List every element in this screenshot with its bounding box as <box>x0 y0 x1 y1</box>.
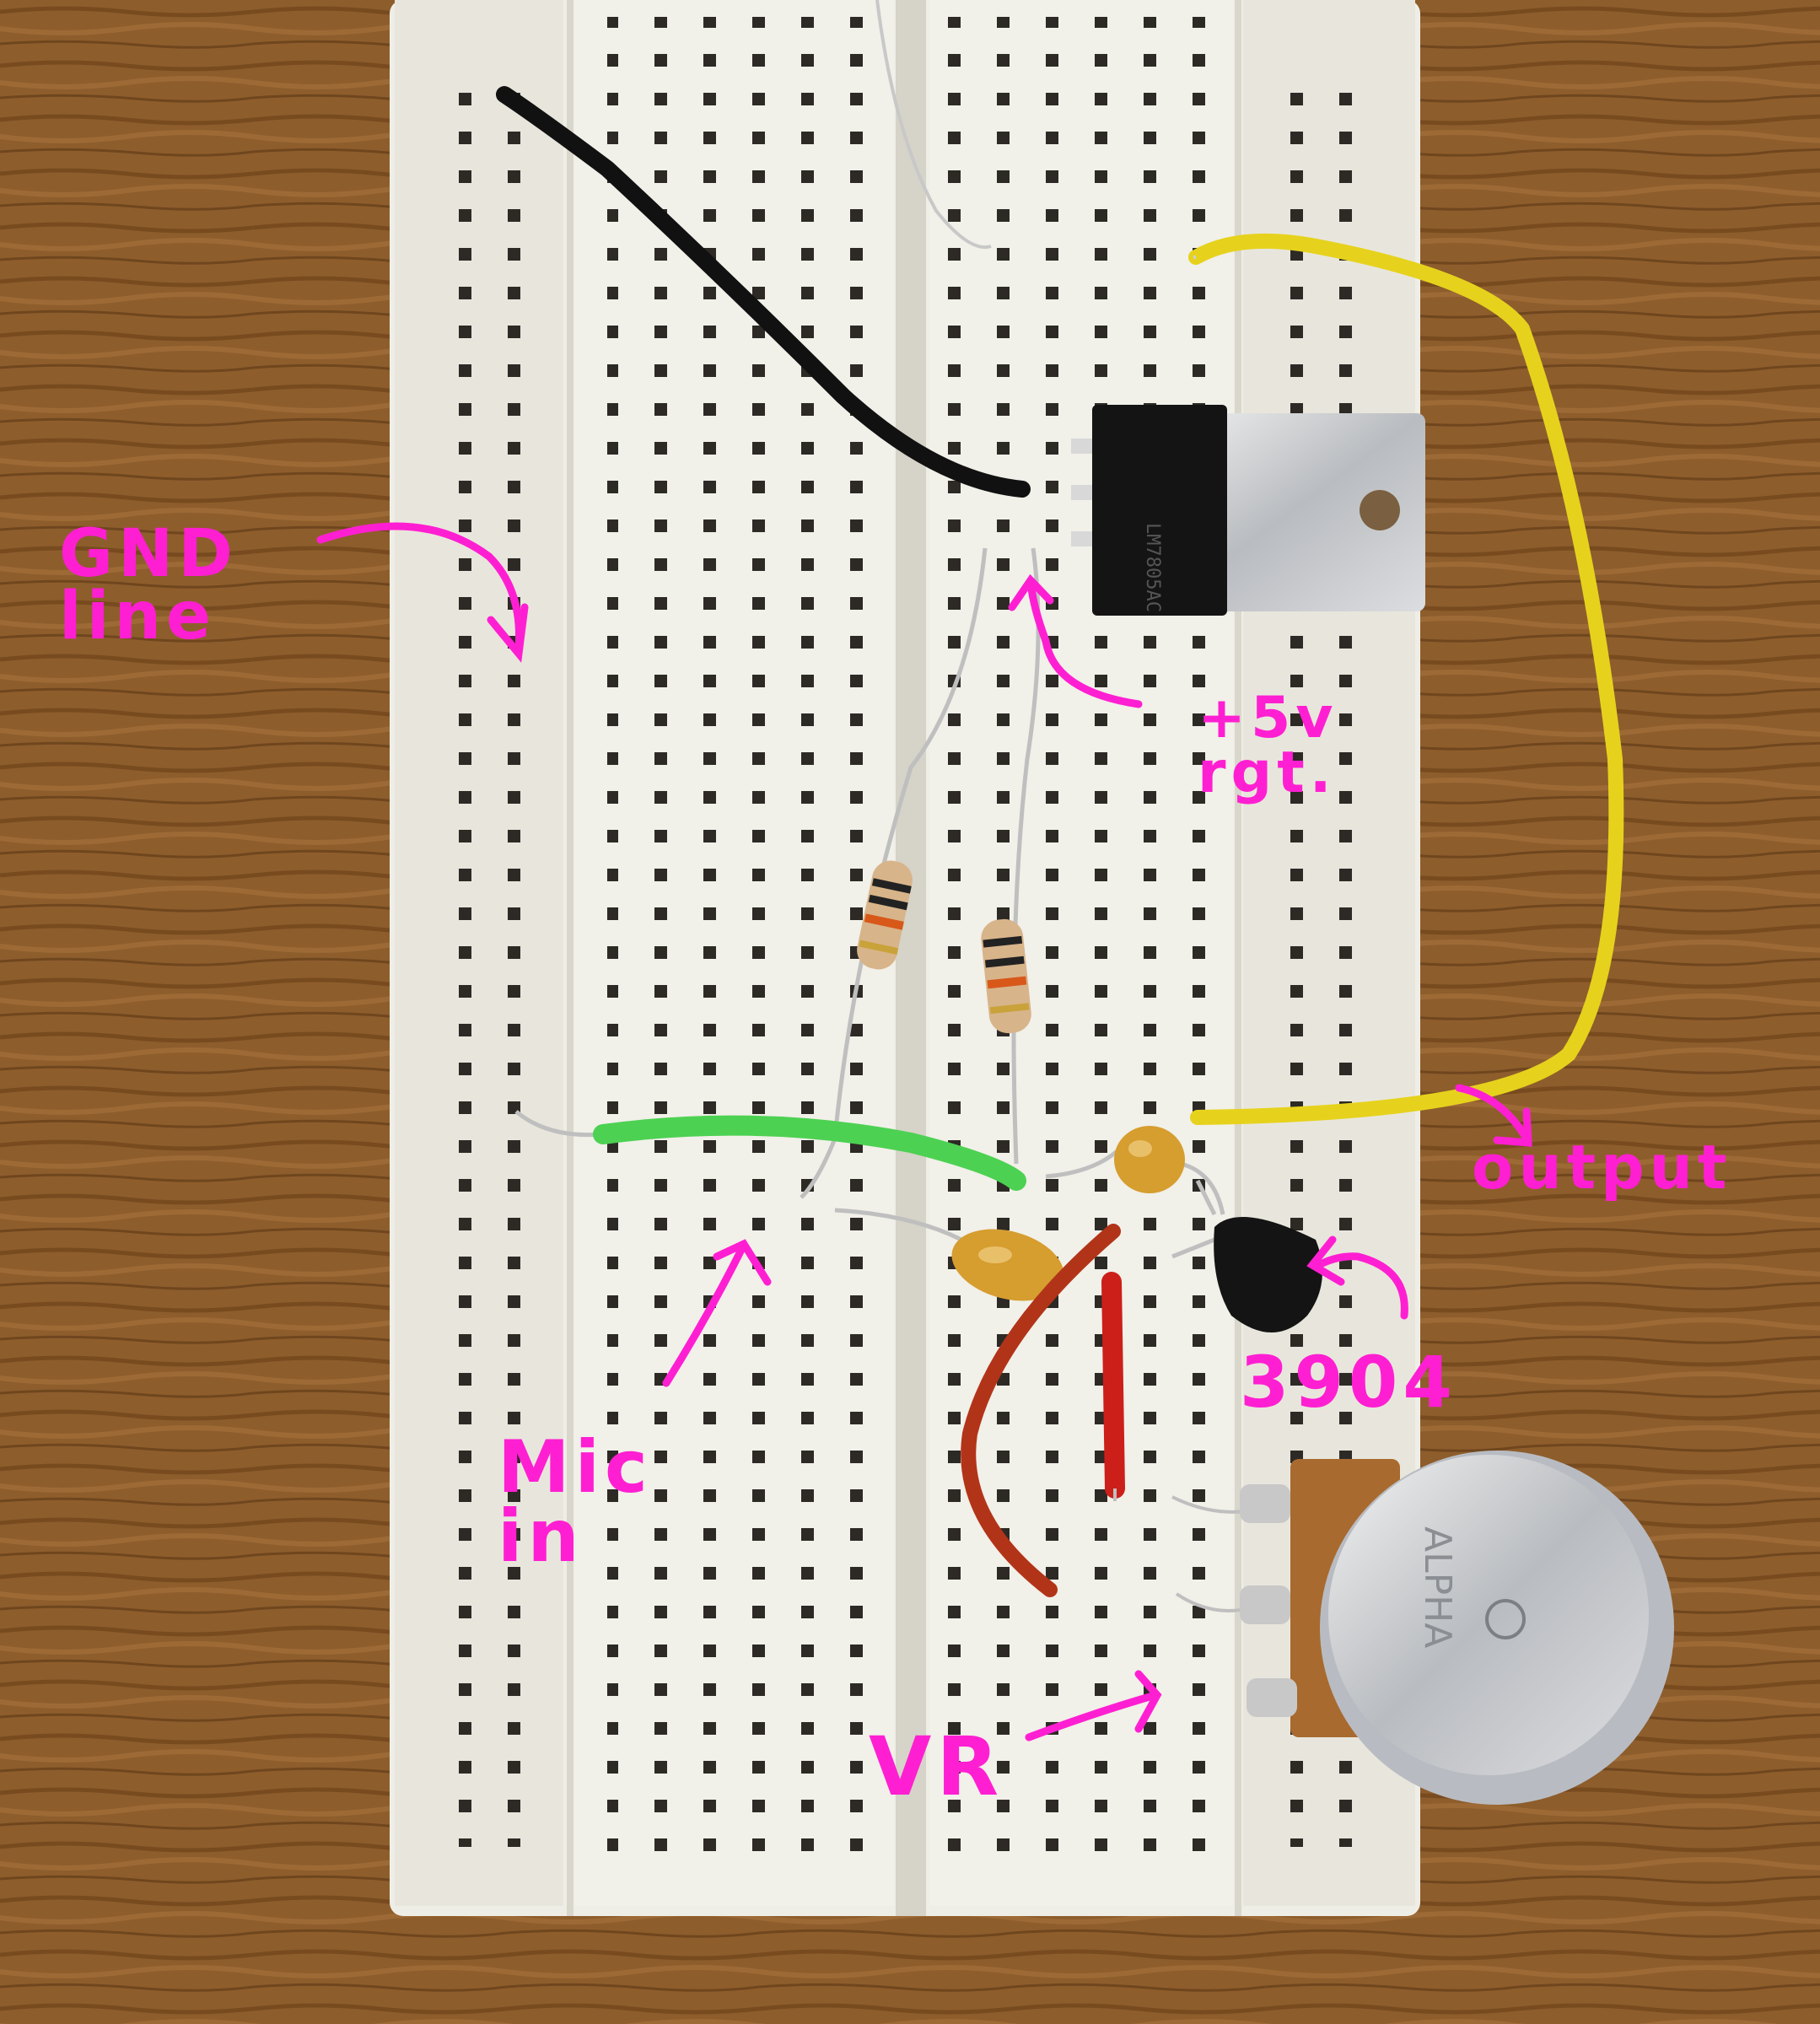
label-3904: 3904 <box>1240 1341 1457 1424</box>
green-wire <box>514 1110 604 1138</box>
left-terminal-holes <box>607 17 877 1855</box>
label-mic-in: Mic in <box>498 1425 654 1579</box>
red-wire-straight <box>1101 1272 1125 1499</box>
annotation-arrows <box>316 522 1532 1741</box>
mic-in-arrow <box>662 1239 772 1387</box>
top-lead-wire <box>875 0 992 250</box>
transistor-3904 <box>1171 1179 1322 1332</box>
regulator-marking: LM7805AC <box>1142 523 1163 612</box>
label-gnd-line: GND line <box>59 516 239 655</box>
vr-arrow <box>1025 1670 1162 1741</box>
breadboard <box>390 0 1420 1916</box>
green-wire-body <box>593 1115 1026 1191</box>
3904-arrow <box>1306 1235 1408 1320</box>
capacitor-top <box>1045 1126 1225 1215</box>
yellow-wire <box>1188 233 1624 1125</box>
output-arrow <box>1455 1084 1532 1147</box>
black-wire <box>496 86 1031 498</box>
capacitor-bottom <box>834 1208 1064 1301</box>
label-output: output <box>1472 1132 1732 1203</box>
red-wire-bent <box>961 1224 1121 1597</box>
resistor-left <box>857 860 913 970</box>
pot-brand: ALPHA <box>1416 1526 1459 1648</box>
gnd-rail-holes <box>430 76 531 1847</box>
gnd-arrow <box>316 522 529 663</box>
resistor-right <box>981 918 1031 1034</box>
5v-arrow <box>1008 573 1143 708</box>
label-vr: VR <box>869 1720 1004 1814</box>
potentiometer: ALPHA <box>1171 1451 1674 1805</box>
label-5v-regulator: +5v rgt. <box>1198 685 1338 806</box>
